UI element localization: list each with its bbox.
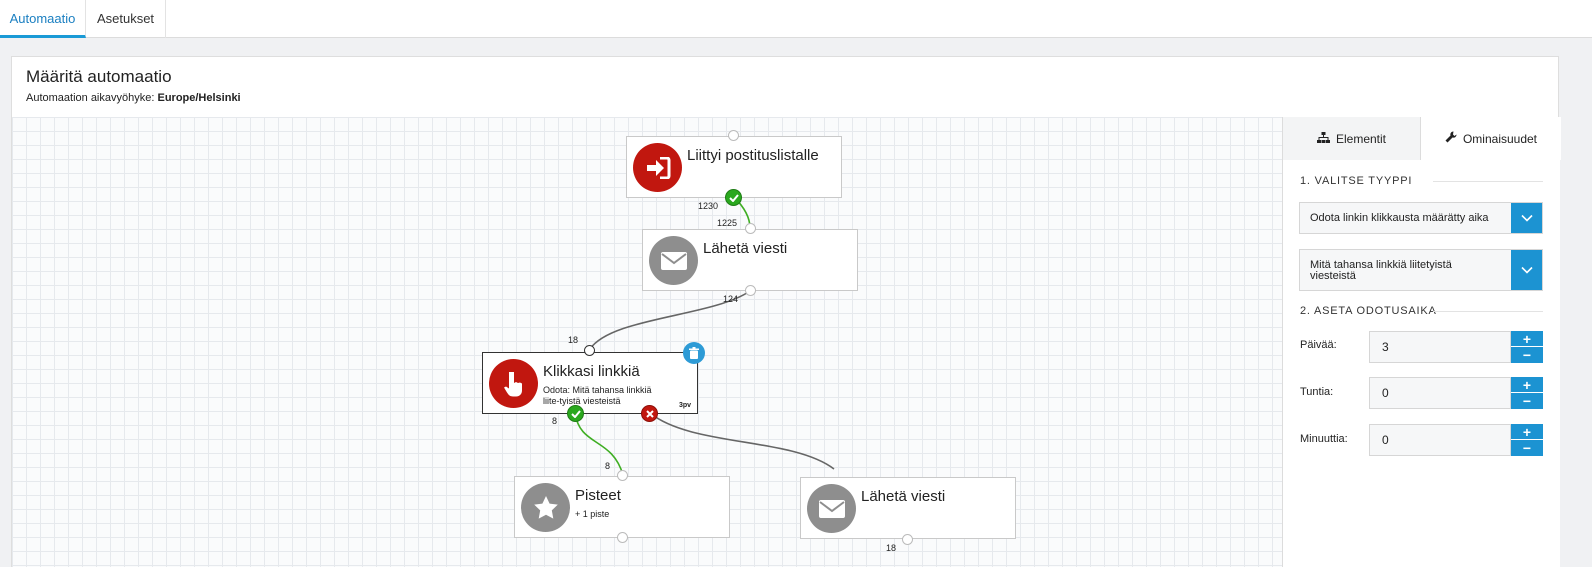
section-heading: 1. VALITSE TYYPPI [1300, 175, 1413, 187]
tab-asetukset[interactable]: Asetukset [86, 0, 166, 38]
section-heading: 2. ASETA ODOTUSAIKA [1300, 305, 1437, 317]
node-title: Pisteet [575, 487, 621, 504]
success-port-icon[interactable] [567, 405, 584, 422]
days-stepper[interactable]: + − [1511, 331, 1543, 363]
node-title: Lähetä viesti [861, 488, 946, 505]
node-subtitle: + 1 piste [575, 509, 610, 519]
count-label: 1225 [717, 218, 738, 228]
input-port[interactable] [584, 345, 595, 356]
type-select[interactable]: Odota linkin klikkausta määrätty aika [1299, 202, 1543, 234]
tab-label: Elementit [1335, 131, 1387, 146]
properties-sidebar: Elementit Ominaisuudet 1. VALITSE TYYPPI… [1282, 117, 1561, 567]
minutes-input[interactable]: 0 [1369, 424, 1511, 456]
tab-ominaisuudet[interactable]: Ominaisuudet [1421, 117, 1561, 160]
sign-in-icon [633, 143, 682, 192]
timezone-label: Automaation aikavyöhyke: [26, 92, 155, 104]
timezone-value: Europe/Helsinki [157, 92, 241, 104]
input-port[interactable] [728, 130, 739, 141]
field-label: Tuntia: [1300, 386, 1334, 398]
select-value: Odota linkin klikkausta määrätty aika [1310, 212, 1489, 224]
node-title: Lähetä viesti [703, 240, 788, 257]
output-port[interactable] [745, 285, 756, 296]
node-clicked-link[interactable]: Klikkasi linkkiä Odota: Mitä tahansa lin… [482, 352, 698, 414]
decrement-button[interactable]: − [1511, 393, 1543, 409]
node-send-message[interactable]: Lähetä viesti [642, 229, 858, 291]
input-port[interactable] [617, 470, 628, 481]
automation-panel: Määritä automaatio Automaation aikavyöhy… [11, 56, 1561, 567]
link-select[interactable]: Mitä tahansa linkkiä liitetyistä viestei… [1299, 249, 1543, 291]
chevron-down-icon[interactable] [1511, 250, 1542, 290]
count-label: 124 [723, 294, 739, 304]
node-points[interactable]: Pisteet + 1 piste [514, 476, 730, 538]
hours-stepper[interactable]: + − [1511, 377, 1543, 409]
sitemap-icon [1316, 131, 1330, 146]
node-title: Klikkasi linkkiä [543, 363, 640, 380]
count-label: 18 [886, 543, 897, 553]
tab-elementit[interactable]: Elementit [1283, 117, 1421, 160]
minutes-stepper[interactable]: + − [1511, 424, 1543, 456]
link-clicked-points [574, 412, 624, 476]
page-title: Määritä automaatio [26, 67, 172, 86]
decrement-button[interactable]: − [1511, 440, 1543, 456]
field-label: Päivää: [1300, 339, 1337, 351]
timezone-info: Automaation aikavyöhyke: Europe/Helsinki [26, 92, 241, 104]
select-value: Mitä tahansa linkkiä liitetyistä viestei… [1310, 259, 1452, 282]
count-label: 8 [552, 416, 558, 426]
hand-pointer-icon [489, 359, 538, 408]
count-label: 1230 [698, 201, 719, 211]
star-icon [521, 483, 570, 532]
chevron-down-icon[interactable] [1511, 203, 1542, 233]
days-input[interactable]: 3 [1369, 331, 1511, 363]
decrement-button[interactable]: − [1511, 347, 1543, 363]
output-port[interactable] [902, 534, 913, 545]
envelope-icon [807, 484, 856, 533]
increment-button[interactable]: + [1511, 424, 1543, 440]
top-tab-bar: Automaatio Asetukset [0, 0, 1592, 38]
trash-icon[interactable] [683, 342, 705, 364]
field-label: Minuuttia: [1300, 433, 1348, 445]
flow-canvas[interactable]: Liittyi postituslistalle 1230 Lähetä vie… [12, 117, 1282, 567]
success-port-icon[interactable] [725, 189, 742, 206]
node-title: Liittyi postituslistalle [687, 147, 819, 164]
wait-badge: 3pv [678, 402, 691, 409]
link-clicked-send2 [649, 412, 835, 470]
section-divider [1433, 181, 1543, 182]
section-divider [1433, 311, 1543, 312]
envelope-icon [649, 236, 698, 285]
failure-port-icon[interactable] [641, 405, 658, 422]
count-label: 8 [605, 461, 611, 471]
input-port[interactable] [745, 223, 756, 234]
increment-button[interactable]: + [1511, 331, 1543, 347]
count-label: 18 [568, 335, 579, 345]
increment-button[interactable]: + [1511, 377, 1543, 393]
tab-label: Ominaisuudet [1462, 131, 1538, 146]
wrench-icon [1445, 131, 1457, 146]
link-send1-clicked [589, 290, 751, 350]
node-subtitle: Odota: Mitä tahansa linkkiä liite-tyistä… [543, 385, 652, 406]
node-joined-list[interactable]: Liittyi postituslistalle [626, 136, 842, 198]
sidebar-tabs: Elementit Ominaisuudet [1283, 117, 1561, 160]
tab-automaatio[interactable]: Automaatio [0, 0, 86, 38]
node-send-message-2[interactable]: Lähetä viesti [800, 477, 1016, 539]
hours-input[interactable]: 0 [1369, 377, 1511, 409]
output-port[interactable] [617, 532, 628, 543]
